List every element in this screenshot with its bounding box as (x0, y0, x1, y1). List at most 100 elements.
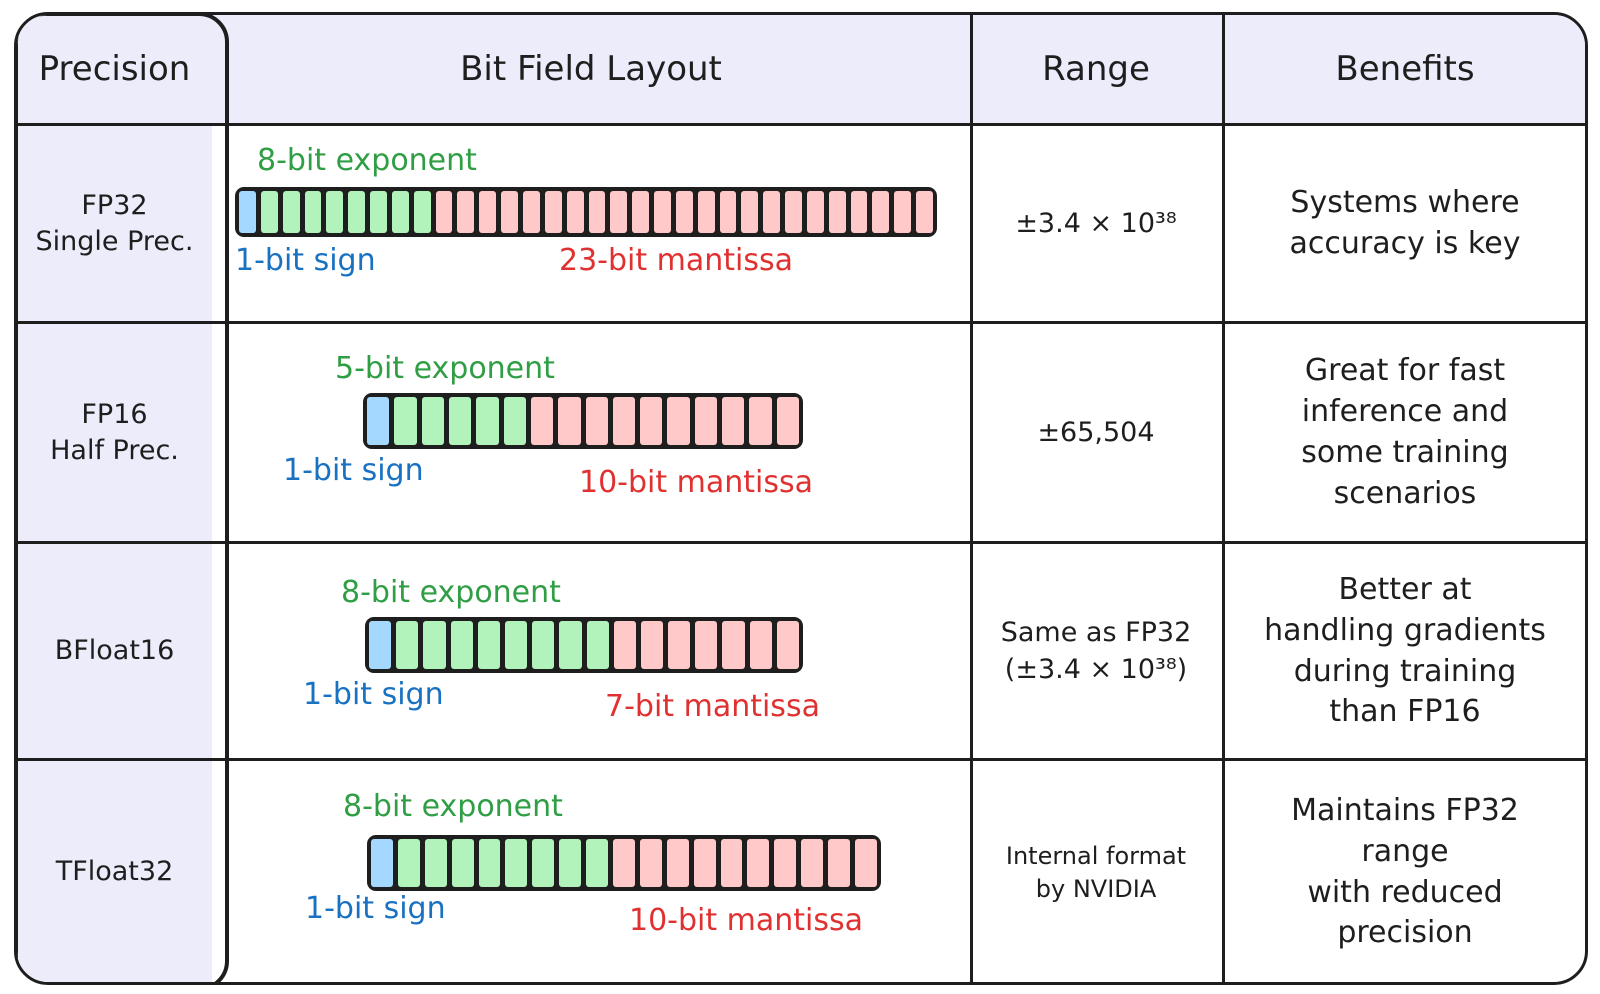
exponent-bit (423, 621, 446, 669)
exponent-bit (505, 839, 528, 887)
mantissa-label: 10-bit mantissa (629, 903, 864, 938)
benefit-line: scenarios (1333, 475, 1477, 511)
exponent-bit (413, 191, 431, 233)
mantissa-bit (666, 839, 689, 887)
exponent-bit (424, 839, 447, 887)
exponent-label: 8-bit exponent (341, 575, 561, 610)
benefit-line: Great for fast (1304, 353, 1506, 389)
mantissa-bit (806, 191, 824, 233)
benefit-line: Systems where (1290, 185, 1520, 221)
header-range: Range (970, 15, 1222, 125)
mantissa-bit (522, 191, 540, 233)
precision-table: Precision Bit Field Layout Range Benefit… (14, 12, 1588, 985)
mantissa-bit (610, 191, 628, 233)
exponent-bit (348, 191, 366, 233)
benefits-tfloat32: Maintains FP32 range with reduced precis… (1222, 760, 1585, 982)
mantissa-label: 7-bit mantissa (605, 689, 820, 724)
mantissa-bit (747, 839, 770, 887)
mantissa-bit (585, 397, 608, 445)
mantissa-bit (501, 191, 518, 233)
benefit-line: Better at (1338, 571, 1472, 607)
bit-bar-bfloat16 (365, 617, 803, 673)
mantissa-bit (719, 191, 737, 233)
benefit-line: accuracy is key (1289, 226, 1521, 261)
mantissa-bit (613, 621, 636, 669)
precision-name: TFloat32 (55, 856, 174, 888)
precision-name: FP16 (81, 398, 148, 430)
exponent-bit (421, 397, 444, 445)
exponent-label: 8-bit exponent (257, 143, 477, 178)
exponent-bit (282, 191, 300, 233)
exponent-bit (477, 621, 500, 669)
sign-label: 1-bit sign (305, 891, 446, 926)
sign-bit (239, 191, 256, 233)
benefits-bfloat16: Better at handling gradients during trai… (1222, 543, 1585, 760)
exponent-bit (451, 839, 474, 887)
sign-label: 1-bit sign (283, 453, 424, 488)
exponent-bit (396, 621, 419, 669)
sign-label: 1-bit sign (303, 677, 444, 712)
mantissa-bit (479, 191, 497, 233)
mantissa-bit (776, 621, 799, 669)
precision-tfloat32: TFloat32 (17, 760, 212, 982)
row-divider (17, 541, 1585, 544)
sign-bit (367, 397, 390, 445)
mantissa-bit (588, 191, 606, 233)
range-value-detail: by NVIDIA (1035, 874, 1157, 903)
mantissa-bit (566, 191, 584, 233)
precision-subname: Half Prec. (50, 435, 179, 466)
exponent-bit (397, 839, 420, 887)
range-value: Internal format (1005, 842, 1187, 871)
range-value-detail: (±3.4 × 10³⁸) (1004, 653, 1188, 685)
precision-subname: Single Prec. (35, 226, 194, 257)
range-tfloat32: Internal format by NVIDIA (970, 760, 1222, 982)
mantissa-label: 23-bit mantissa (559, 243, 794, 278)
exponent-bit (370, 191, 387, 233)
mantissa-bit (722, 621, 745, 669)
exponent-bit (504, 621, 528, 669)
precision-name: BFloat16 (54, 635, 175, 667)
mantissa-bit (640, 397, 663, 445)
mantissa-bit (720, 839, 743, 887)
row-divider (17, 123, 1585, 126)
exponent-bit (450, 621, 473, 669)
benefit-line: during training (1293, 653, 1517, 689)
range-value: Same as FP32 (1000, 617, 1192, 649)
mantissa-bit (435, 191, 453, 233)
benefit-line: Maintains FP32 (1291, 792, 1519, 828)
range-bfloat16: Same as FP32 (±3.4 × 10³⁸) (970, 543, 1222, 760)
mantissa-bit (612, 397, 636, 445)
benefit-line: some training (1301, 435, 1509, 470)
benefits-fp16: Great for fast inference and some traini… (1222, 323, 1585, 543)
column-divider (970, 15, 973, 982)
mantissa-bit (544, 191, 562, 233)
mantissa-bit (693, 839, 716, 887)
mantissa-bit (916, 191, 933, 233)
exponent-bit (260, 191, 278, 233)
exponent-bit (448, 397, 472, 445)
benefit-line: handling gradients (1264, 612, 1546, 648)
mantissa-bit (654, 191, 671, 233)
exponent-bit (478, 839, 501, 887)
mantissa-bit (850, 191, 868, 233)
exponent-bit (476, 397, 499, 445)
exponent-bit (559, 839, 582, 887)
mantissa-bit (530, 397, 554, 445)
mantissa-bit (828, 839, 851, 887)
exponent-bit (559, 621, 582, 669)
exponent-bit (394, 397, 417, 445)
precision-name: FP32 (81, 189, 148, 221)
exponent-label: 8-bit exponent (343, 789, 563, 824)
mantissa-bit (872, 191, 890, 233)
mantissa-bit (801, 839, 824, 887)
benefit-line: with reduced (1307, 874, 1503, 910)
precision-fp32: FP32 Single Prec. (17, 125, 212, 323)
mantissa-bit (694, 397, 718, 445)
range-value: ±65,504 (1037, 416, 1155, 448)
bit-bar-fp16 (363, 393, 803, 449)
mantissa-bit (722, 397, 745, 445)
sign-bit (371, 839, 393, 887)
exponent-label: 5-bit exponent (335, 351, 555, 386)
bit-bar-tfloat32 (367, 835, 881, 891)
mantissa-bit (639, 839, 662, 887)
